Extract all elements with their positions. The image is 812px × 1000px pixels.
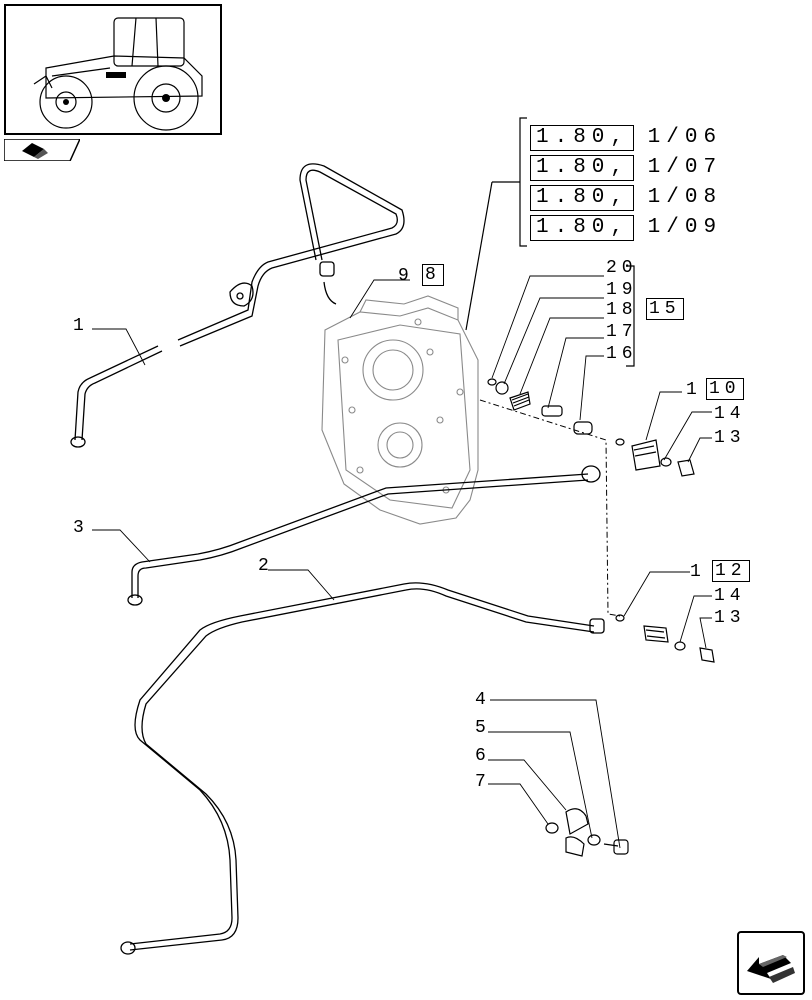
tractor-icon [33,17,203,131]
callout-18[interactable]: 18 [606,300,638,320]
callout-7[interactable]: 7 [475,772,491,792]
callout-13-lower[interactable]: 13 [714,608,746,628]
reference-1-80-1-09[interactable]: 1.80, 1/09 [530,215,716,241]
callout-4[interactable]: 4 [475,690,491,710]
callout-13-upper[interactable]: 13 [714,428,746,448]
callout-5[interactable]: 5 [475,718,491,738]
callout-8: 8 [422,264,444,286]
callout-19[interactable]: 19 [606,280,638,300]
callout-11-lower[interactable]: 1 [690,562,706,582]
next-page-button[interactable] [737,931,805,995]
valve-assembly-lower [615,614,715,663]
reference-1-80-1-06[interactable]: 1.80, 1/06 [530,125,716,151]
book-icon [22,143,48,159]
reference-1-80-1-07[interactable]: 1.80, 1/07 [530,155,716,181]
callout-6[interactable]: 6 [475,746,491,766]
callout-8-box[interactable]: 8 [422,264,444,286]
callout-17[interactable]: 17 [606,322,638,342]
reference-1-80-1-08[interactable]: 1.80, 1/08 [530,185,716,211]
callout-16[interactable]: 16 [606,344,638,364]
next-page-arrow-icon [747,955,795,983]
callout-12: 12 [712,560,750,582]
callout-3[interactable]: 3 [73,518,89,538]
callout-2[interactable]: 2 [258,556,274,576]
callout-10-box[interactable]: 10 [706,378,744,400]
callout-20[interactable]: 20 [606,258,638,278]
callout-10: 10 [706,378,744,400]
tractor-thumbnail [4,4,222,135]
valve-assembly-upper [487,378,695,477]
callout-14-lower[interactable]: 14 [714,586,746,606]
callout-11-upper[interactable]: 1 [686,380,702,400]
callout-12-box[interactable]: 12 [712,560,750,582]
callout-14-upper[interactable]: 14 [714,404,746,424]
callout-9[interactable]: 9 [398,266,414,286]
pipe-1 [70,163,405,448]
callout-1[interactable]: 1 [73,316,89,336]
callout-15: 15 [646,298,684,320]
pipe-3 [127,465,601,606]
callout-15-box[interactable]: 15 [646,298,684,320]
thumbnail-tab[interactable] [3,138,82,162]
pipe-2 [120,582,605,955]
clamp-assembly [545,808,629,857]
